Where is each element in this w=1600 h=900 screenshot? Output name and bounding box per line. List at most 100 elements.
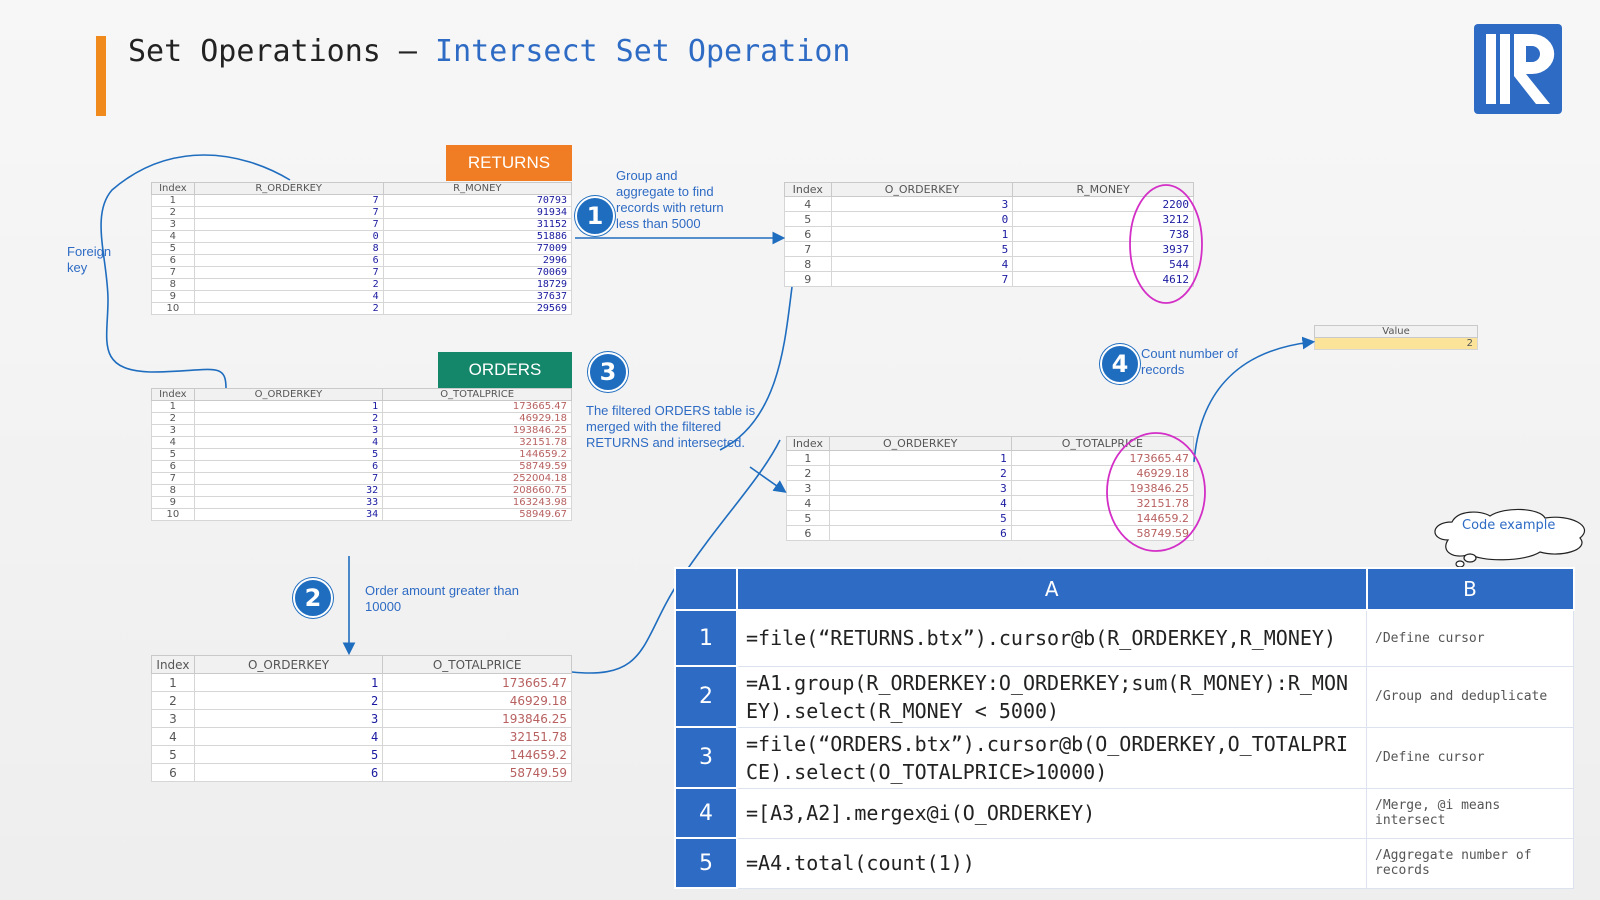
code-expression-cell[interactable]: =file(“ORDERS.btx”).cursor@b(O_ORDERKEY,… bbox=[736, 726, 1367, 789]
column-header: Index bbox=[151, 182, 195, 195]
title-suffix: Intersect Set Operation bbox=[435, 34, 851, 69]
code-comment-cell[interactable]: /Merge, @i means intersect bbox=[1366, 787, 1574, 839]
code-column-header: A bbox=[736, 567, 1368, 611]
code-expression-cell[interactable]: =file(“RETURNS.btx”).cursor@b(R_ORDERKEY… bbox=[736, 609, 1367, 667]
column-header: O_ORDERKEY bbox=[828, 436, 1012, 451]
table-cell: 58749.59 bbox=[1010, 525, 1195, 541]
column-header: O_TOTALPRICE bbox=[1010, 436, 1195, 451]
code-column-header: B bbox=[1365, 567, 1575, 611]
arrow-into-result bbox=[749, 466, 787, 493]
returns-tag: RETURNS bbox=[446, 145, 572, 181]
step-1-badge: 1 bbox=[575, 196, 615, 236]
table-cell: 58949.67 bbox=[382, 508, 572, 521]
code-comment-cell[interactable]: /Define cursor bbox=[1366, 609, 1574, 667]
code-row-number[interactable]: 1 bbox=[674, 609, 738, 667]
highlight-ellipse-result bbox=[1106, 432, 1206, 552]
table-cell: 6 bbox=[193, 763, 384, 782]
column-header: O_ORDERKEY bbox=[193, 655, 384, 674]
column-header: O_ORDERKEY bbox=[193, 388, 384, 401]
foreign-key-link bbox=[100, 154, 291, 389]
column-header: Index bbox=[786, 436, 830, 451]
value-box: Value 2 bbox=[1314, 325, 1478, 350]
code-comment-cell[interactable]: /Aggregate number of records bbox=[1366, 837, 1574, 889]
orders-tag: ORDERS bbox=[438, 352, 572, 388]
table-cell: 2 bbox=[193, 302, 384, 315]
step-3-badge: 3 bbox=[588, 352, 628, 392]
table-cell: 173665.47 bbox=[1010, 450, 1195, 466]
code-row: 5=A4.total(count(1))/Aggregate number of… bbox=[674, 837, 1574, 889]
table-cell: 7 bbox=[830, 271, 1014, 287]
code-row: 2=A1.group(R_ORDERKEY:O_ORDERKEY;sum(R_M… bbox=[674, 665, 1574, 728]
highlight-ellipse-returns bbox=[1129, 184, 1203, 304]
code-expression-cell[interactable]: =[A3,A2].mergex@i(O_ORDERKEY) bbox=[736, 787, 1367, 839]
step-2-badge: 2 bbox=[293, 578, 333, 618]
arrow-step-4 bbox=[1193, 336, 1316, 463]
table-cell: 144659.2 bbox=[382, 745, 572, 764]
table-cell: 46929.18 bbox=[382, 691, 572, 710]
table-cell: 4612 bbox=[1012, 271, 1194, 287]
column-header: R_ORDERKEY bbox=[193, 182, 384, 195]
code-comment-cell[interactable]: /Define cursor bbox=[1366, 726, 1574, 789]
code-row-number[interactable]: 5 bbox=[674, 837, 738, 889]
table-cell: 193846.25 bbox=[1010, 480, 1195, 496]
code-comment-cell[interactable]: /Group and deduplicate bbox=[1366, 665, 1574, 728]
column-header: Index bbox=[784, 182, 832, 197]
arrow-merge-grouped bbox=[719, 286, 793, 451]
brand-logo bbox=[1474, 24, 1562, 114]
table-cell: 10 bbox=[151, 302, 195, 315]
code-row-number[interactable]: 4 bbox=[674, 787, 738, 839]
title-accent-bar bbox=[96, 36, 106, 116]
page-title: Set Operations – Intersect Set Operation bbox=[128, 34, 850, 69]
column-header: O_ORDERKEY bbox=[830, 182, 1014, 197]
title-prefix: Set Operations – bbox=[128, 34, 417, 69]
code-example-label: Code example bbox=[1462, 518, 1556, 533]
code-corner-header bbox=[674, 567, 738, 611]
logo-icon bbox=[1486, 34, 1555, 104]
table-cell: 58749.59 bbox=[382, 763, 572, 782]
step-4-badge: 4 bbox=[1100, 344, 1140, 384]
value-cell: 2 bbox=[1314, 337, 1478, 350]
code-row-number[interactable]: 3 bbox=[674, 726, 738, 789]
code-row: 3=file(“ORDERS.btx”).cursor@b(O_ORDERKEY… bbox=[674, 726, 1574, 789]
column-header: Index bbox=[151, 655, 195, 674]
code-expression-cell[interactable]: =A4.total(count(1)) bbox=[736, 837, 1367, 889]
code-row-number[interactable]: 2 bbox=[674, 665, 738, 728]
code-row: 1=file(“RETURNS.btx”).cursor@b(R_ORDERKE… bbox=[674, 609, 1574, 667]
code-expression-cell[interactable]: =A1.group(R_ORDERKEY:O_ORDERKEY;sum(R_MO… bbox=[736, 665, 1367, 728]
column-header: O_TOTALPRICE bbox=[382, 655, 572, 674]
code-row: 4=[A3,A2].mergex@i(O_ORDERKEY)/Merge, @i… bbox=[674, 787, 1574, 839]
table-cell: 29569 bbox=[382, 302, 573, 315]
